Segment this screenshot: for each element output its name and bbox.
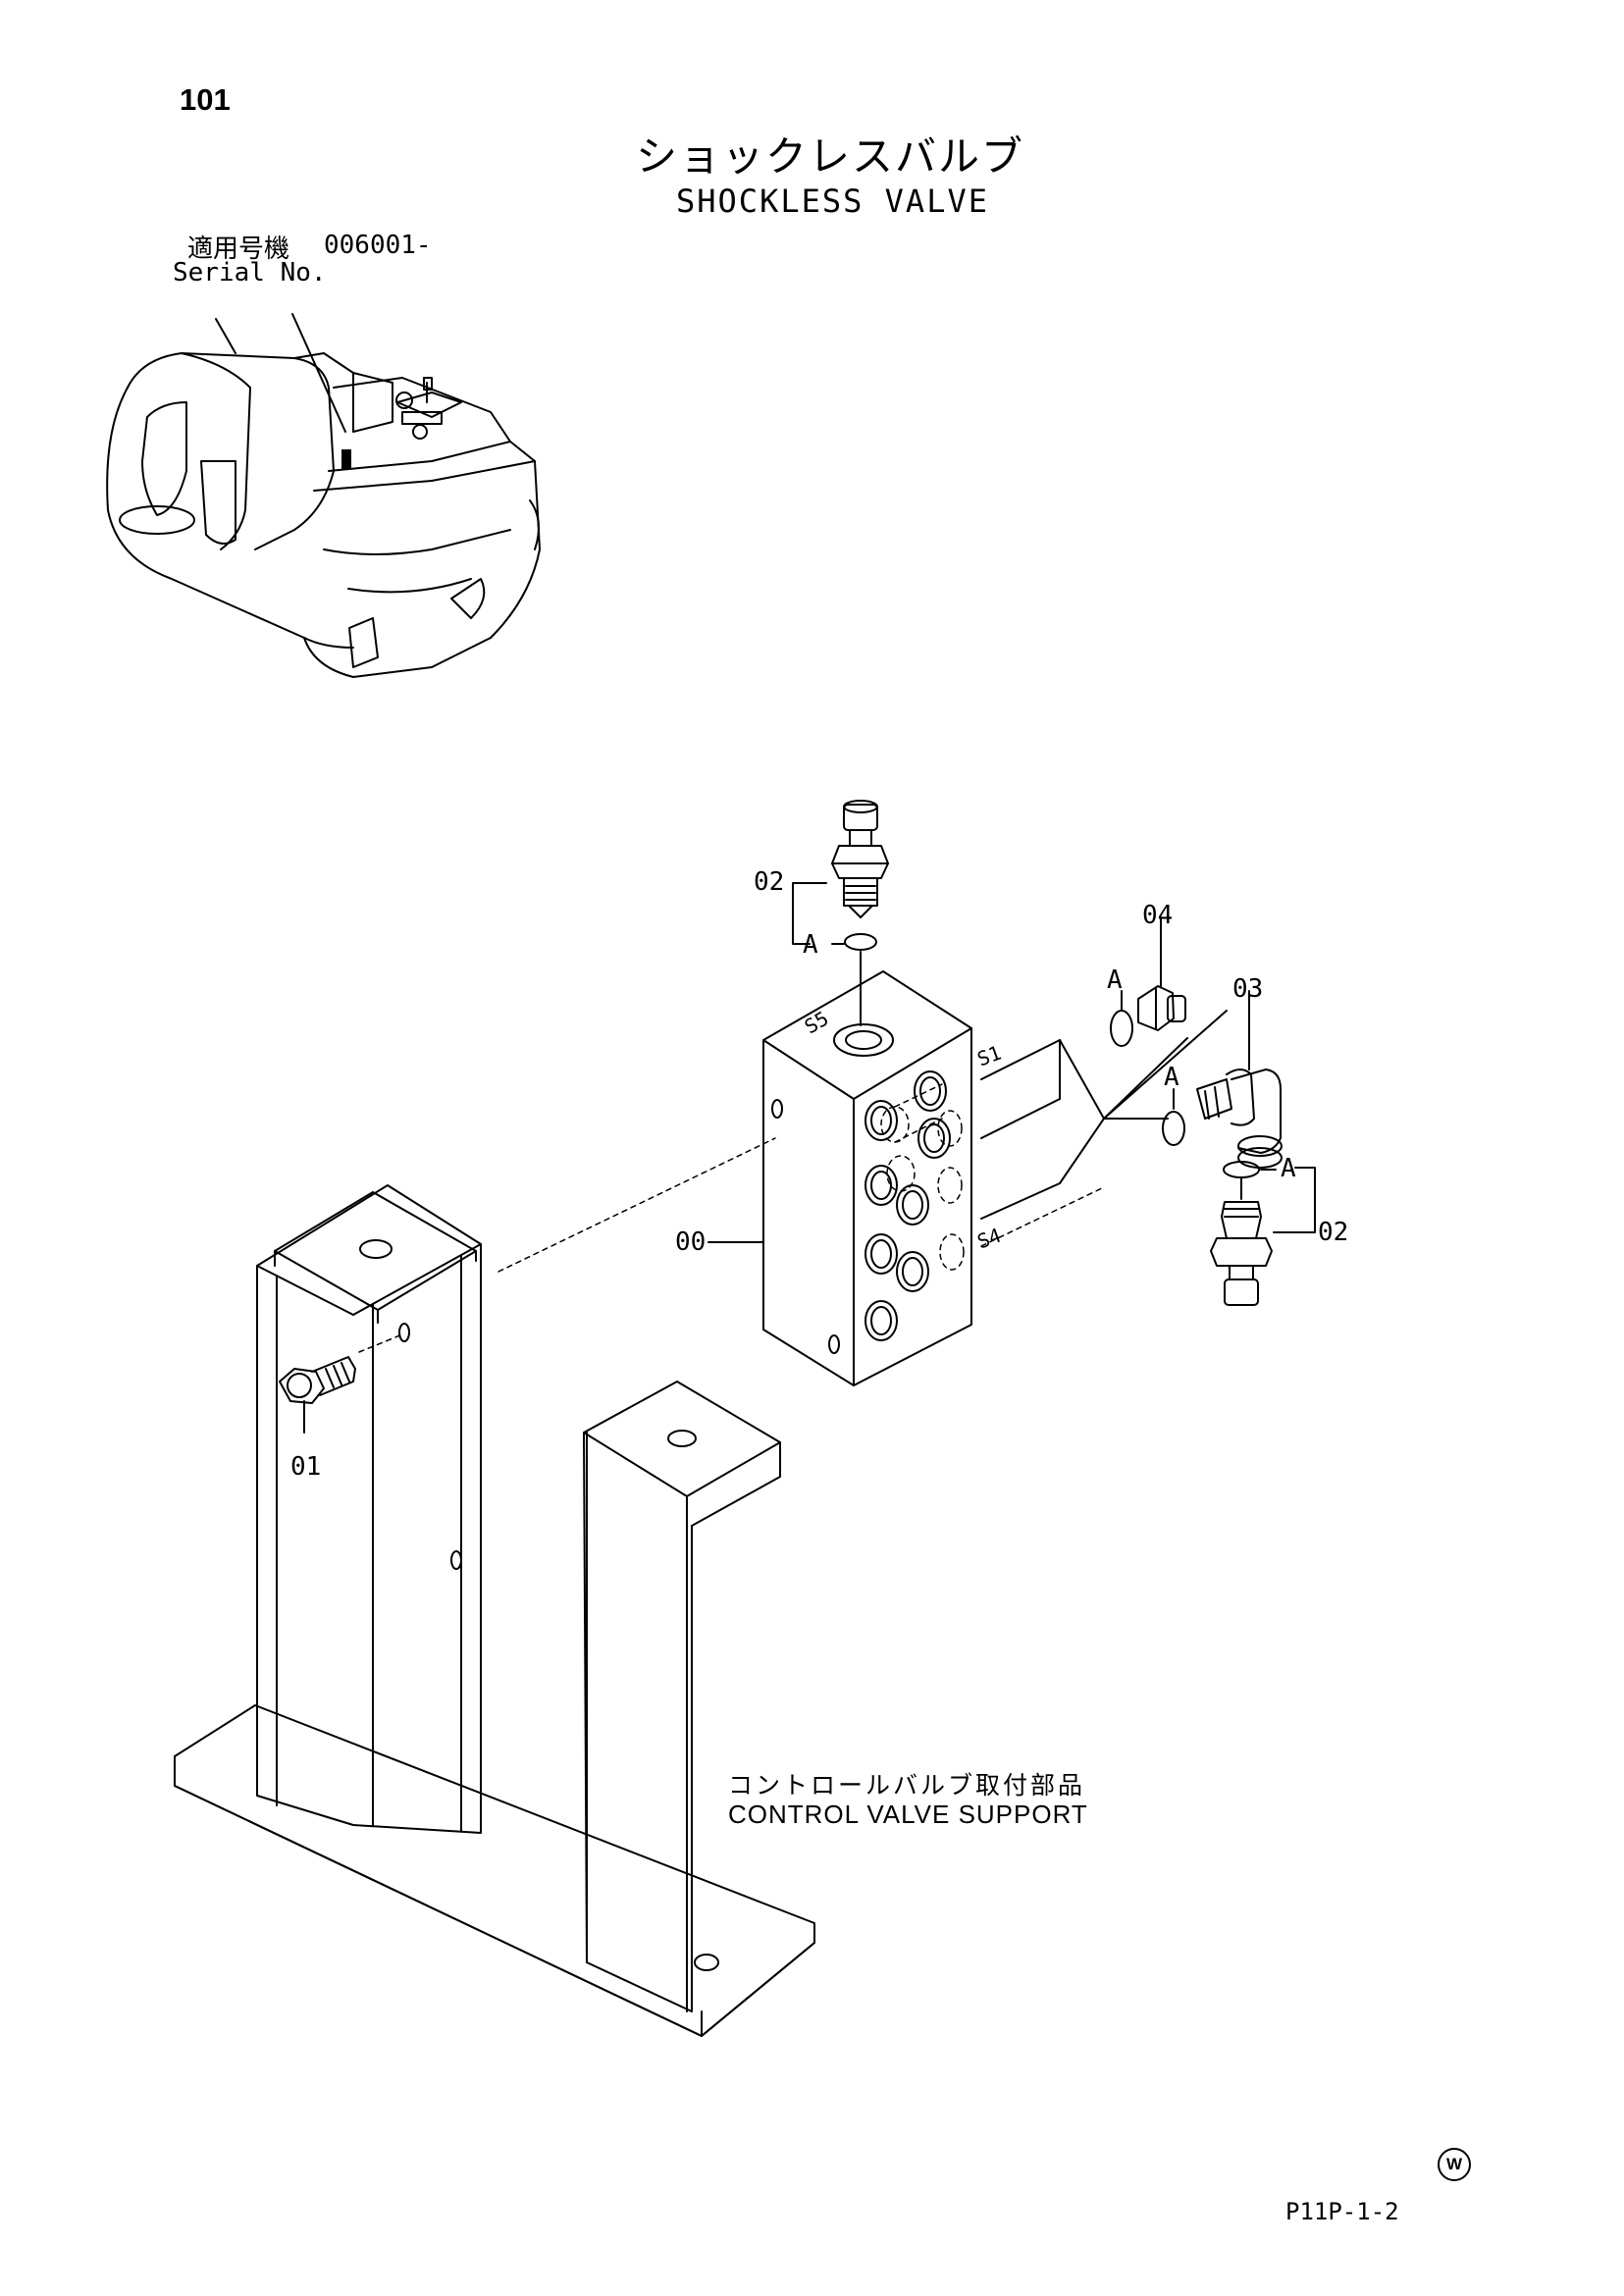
excavator-illustration xyxy=(106,313,541,678)
support-label-japanese: コントロールバルブ取付部品 xyxy=(728,1771,1086,1800)
bottom-fitting-02 xyxy=(1210,1161,1316,1306)
part-label-03: 03 xyxy=(1232,974,1264,1004)
callout-a-bottom: A xyxy=(1281,1154,1296,1183)
title-japanese: ショックレスバルブ xyxy=(636,132,1025,181)
part-label-02-top: 02 xyxy=(754,867,785,897)
callout-a-top: A xyxy=(803,930,818,960)
plug-04 xyxy=(1110,916,1186,1047)
part-label-00: 00 xyxy=(675,1227,707,1257)
part-label-01: 01 xyxy=(290,1452,322,1482)
callout-a-04: A xyxy=(1107,965,1123,995)
fitting-leaders xyxy=(980,1010,1228,1247)
part-label-02-bottom: 02 xyxy=(1318,1218,1349,1247)
top-fitting-02 xyxy=(792,800,889,1026)
valve-block xyxy=(707,970,972,1386)
drawing-code: P11P-1-2 xyxy=(1285,2198,1399,2225)
part-label-04: 04 xyxy=(1142,901,1174,930)
page-number: 101 xyxy=(180,82,231,117)
callout-a-03: A xyxy=(1164,1063,1179,1092)
title-english: SHOCKLESS VALVE xyxy=(676,183,989,220)
elbow-03 xyxy=(1162,990,1283,1169)
serial-label-english: Serial No. xyxy=(173,258,327,287)
support-frame xyxy=(174,1137,815,2037)
serial-value: 006001- xyxy=(324,231,432,260)
support-label-english: CONTROL VALVE SUPPORT xyxy=(728,1800,1088,1829)
w-circle-mark: W xyxy=(1438,2148,1471,2181)
serial-label-japanese: 適用号機 xyxy=(187,235,290,264)
